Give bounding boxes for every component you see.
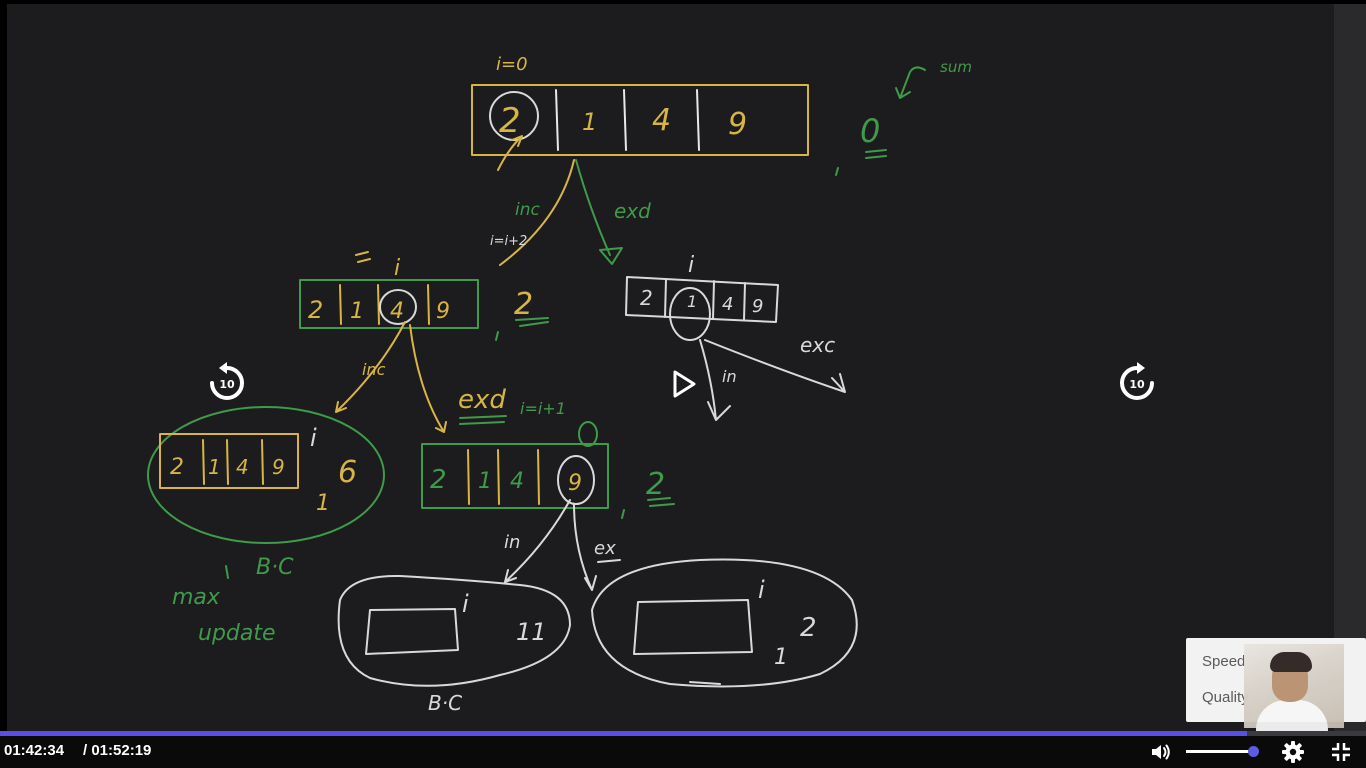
quality-menu-item[interactable]: Quality bbox=[1202, 689, 1249, 706]
webcam-overlay bbox=[1244, 644, 1344, 740]
rewind-10-icon: 10 bbox=[210, 362, 244, 400]
volume-slider[interactable] bbox=[1186, 746, 1259, 757]
exit-fullscreen-icon[interactable] bbox=[1330, 741, 1352, 763]
forward-seconds: 10 bbox=[1129, 378, 1145, 391]
volume-knob[interactable] bbox=[1247, 746, 1259, 757]
play-button[interactable] bbox=[662, 362, 706, 406]
current-time: 01:42:34 bbox=[4, 742, 65, 759]
forward-10-icon: 10 bbox=[1120, 362, 1154, 400]
volume-fill bbox=[1186, 750, 1253, 753]
play-icon bbox=[673, 370, 696, 398]
rewind-seconds: 10 bbox=[219, 378, 235, 391]
total-time: / 01:52:19 bbox=[83, 742, 152, 759]
progress-fill bbox=[0, 731, 1248, 736]
control-bar: 01:42:34 / 01:52:19 bbox=[0, 736, 1366, 768]
gear-icon[interactable] bbox=[1281, 740, 1305, 764]
video-border bbox=[1334, 4, 1366, 732]
speed-menu-item[interactable]: Speed bbox=[1202, 653, 1246, 670]
volume-icon[interactable] bbox=[1150, 741, 1172, 763]
webcam-hair bbox=[1270, 652, 1312, 672]
forward-10-button[interactable]: 10 bbox=[1115, 360, 1159, 404]
progress-bar[interactable] bbox=[0, 731, 1366, 736]
rewind-10-button[interactable]: 10 bbox=[205, 360, 249, 404]
